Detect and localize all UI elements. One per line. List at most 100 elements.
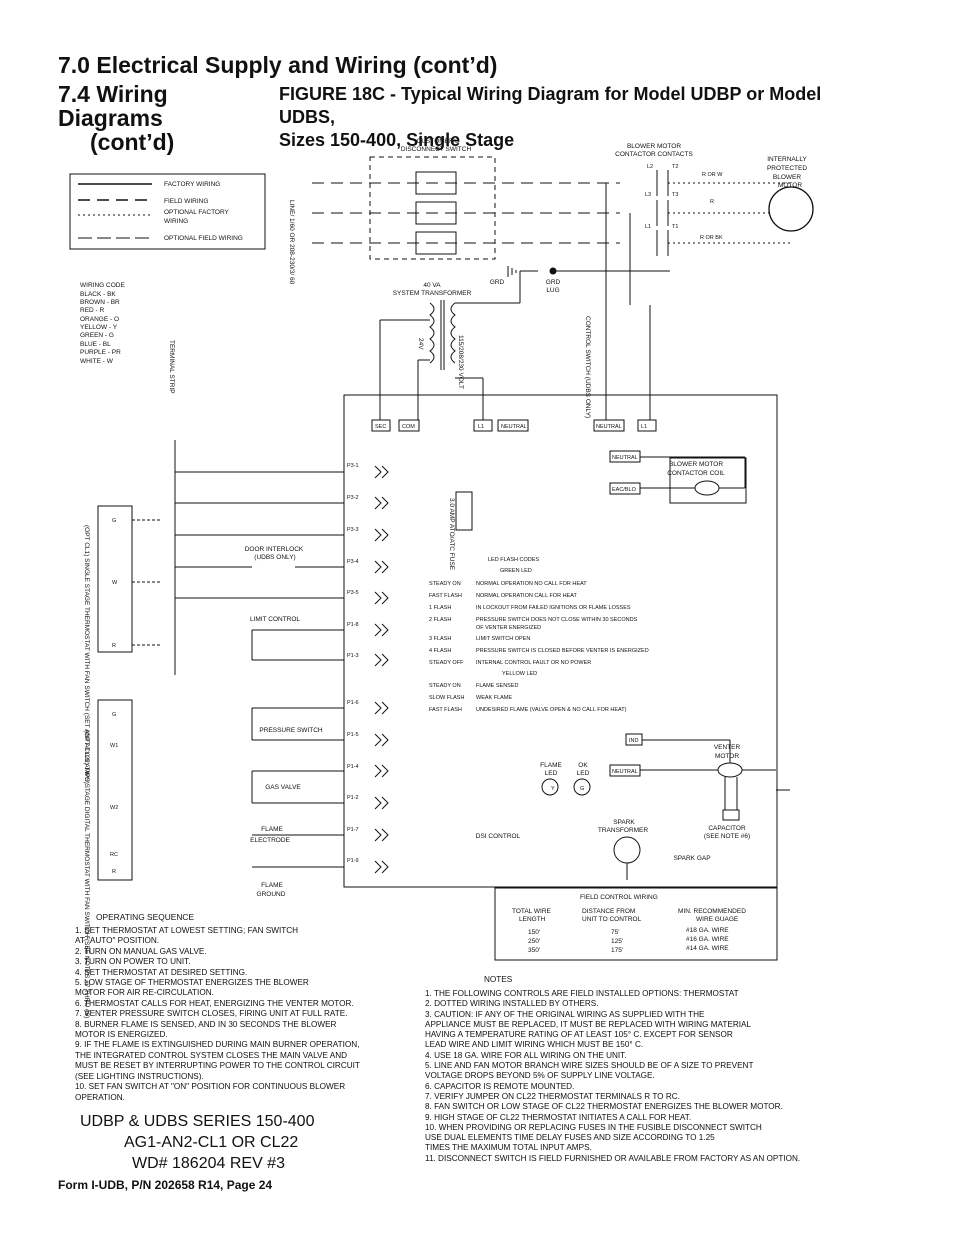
thermostat-cl1-label: (OPT CL1) SINGLE STAGE THERMOSTAT WITH F… (83, 525, 90, 784)
motor-label-2: PROTECTED (767, 165, 807, 172)
terminal-strip-label: TERMINAL STRIP (168, 340, 175, 394)
page-footer: Form I-UDB, P/N 202658 R14, Page 24 (58, 1178, 273, 1192)
legend-factory: FACTORY WIRING (164, 181, 220, 188)
legend-opt-field: OPTIONAL FIELD WIRING (164, 235, 243, 242)
flame-led-2: LED (545, 770, 558, 777)
svg-text:UNIT TO CONTROL: UNIT TO CONTROL (582, 916, 642, 923)
svg-text:G: G (112, 518, 116, 524)
grd-lug-1: GRD (546, 279, 561, 286)
svg-text:P1-8: P1-8 (347, 622, 359, 628)
svg-text:W: W (112, 580, 118, 586)
switch-label-2: DISCONNECT SWITCH (401, 146, 472, 153)
contacts-label-2: CONTACTOR CONTACTS (615, 151, 693, 158)
ok-led-1: OK (578, 762, 588, 769)
svg-text:T3: T3 (672, 192, 678, 198)
svg-text:L1: L1 (641, 424, 647, 430)
svg-text:FAST FLASH: FAST FLASH (429, 707, 462, 713)
legend-field: FIELD WIRING (164, 198, 208, 205)
svg-text:BLACK - BK: BLACK - BK (80, 291, 116, 298)
svg-text:SLOW FLASH: SLOW FLASH (429, 695, 464, 701)
svg-text:IN LOCKOUT FROM FAILED IGNITIO: IN LOCKOUT FROM FAILED IGNITIONS OR FLAM… (476, 605, 631, 611)
svg-text:R: R (112, 869, 116, 875)
svg-text:#16 GA. WIRE: #16 GA. WIRE (686, 936, 729, 943)
svg-text:L1: L1 (645, 224, 651, 230)
svg-text:WIRE GUAGE: WIRE GUAGE (696, 916, 739, 923)
line-voltage-label: LINE/ 1/60 OR 208-230/3/ 60 (288, 200, 295, 285)
spark-transformer-1: SPARK (613, 819, 635, 826)
svg-text:NORMAL OPERATION NO CALL FOR H: NORMAL OPERATION NO CALL FOR HEAT (476, 581, 587, 587)
svg-text:FIELD CONTROL WIRING: FIELD CONTROL WIRING (580, 894, 658, 901)
operating-sequence-title: OPERATING SEQUENCE (96, 912, 195, 922)
notes-list: 1. THE FOLLOWING CONTROLS ARE FIELD INST… (425, 989, 801, 1163)
svg-text:P1-5: P1-5 (347, 732, 359, 738)
blower-coil-1: BLOWER MOTOR (669, 461, 723, 468)
led-green: GREEN LED (500, 568, 532, 574)
svg-text:PRESSURE SWITCH IS CLOSED BEFO: PRESSURE SWITCH IS CLOSED BEFORE VENTER … (476, 648, 649, 654)
svg-text:W1: W1 (110, 743, 118, 749)
operating-sequence: 1. SET THERMOSTAT AT LOWEST SETTING; FAN… (75, 926, 360, 1102)
svg-text:WHITE - W: WHITE - W (80, 358, 114, 365)
svg-text:R: R (710, 199, 714, 205)
flame-ground-1: FLAME (261, 882, 283, 889)
flame-electrode-2: ELECTRODE (250, 837, 290, 844)
v115-label: 115/208/230 VOLT (457, 335, 464, 389)
pressure-switch-label: PRESSURE SWITCH (259, 727, 323, 734)
limit-control-label: LIMIT CONTROL (250, 616, 300, 623)
svg-text:250': 250' (528, 938, 540, 945)
legend-opt-factory-2: WIRING (164, 218, 188, 225)
svg-text:P3-4: P3-4 (347, 559, 359, 565)
gas-valve-label: GAS VALVE (265, 784, 301, 791)
venter-1: VENTER (714, 744, 741, 751)
svg-text:#14 GA. WIRE: #14 GA. WIRE (686, 945, 729, 952)
svg-text:2 FLASH: 2 FLASH (429, 617, 451, 623)
svg-text:WEAK FLAME: WEAK FLAME (476, 695, 512, 701)
svg-text:NORMAL OPERATION CALL FOR HEAT: NORMAL OPERATION CALL FOR HEAT (476, 593, 577, 599)
svg-text:LIMIT SWITCH OPEN: LIMIT SWITCH OPEN (476, 636, 530, 642)
switch-label-1: CUSTOMER'S (417, 138, 460, 145)
flame-led-1: FLAME (540, 762, 562, 769)
svg-text:R: R (112, 643, 116, 649)
svg-text:NEUTRAL: NEUTRAL (501, 424, 527, 430)
svg-text:3 FLASH: 3 FLASH (429, 636, 451, 642)
svg-text:ORANGE - O: ORANGE - O (80, 316, 119, 323)
svg-text:FAST FLASH: FAST FLASH (429, 593, 462, 599)
spark-gap-label: SPARK GAP (673, 855, 710, 862)
svg-text:STEADY OFF: STEADY OFF (429, 660, 464, 666)
svg-text:#18 GA. WIRE: #18 GA. WIRE (686, 927, 729, 934)
svg-text:UNDESIRED FLAME (VALVE OPEN &: UNDESIRED FLAME (VALVE OPEN & NO CALL FO… (476, 707, 627, 713)
svg-text:L1: L1 (478, 424, 484, 430)
transformer-label-2: SYSTEM TRANSFORMER (393, 290, 472, 297)
door-interlock-1: DOOR INTERLOCK (245, 546, 304, 553)
svg-text:P1-4: P1-4 (347, 764, 359, 770)
svg-text:PURPLE - PR: PURPLE - PR (80, 349, 121, 356)
wiring-code: WIRING CODE BLACK - BK BROWN - BR RED - … (80, 282, 125, 365)
svg-text:EAC/BLO: EAC/BLO (612, 487, 637, 493)
contacts-label-1: BLOWER MOTOR (627, 143, 681, 150)
svg-text:T2: T2 (672, 164, 678, 170)
svg-text:WIRING CODE: WIRING CODE (80, 282, 125, 289)
svg-text:NEUTRAL: NEUTRAL (596, 424, 622, 430)
svg-text:P3-2: P3-2 (347, 495, 359, 501)
svg-text:1 FLASH: 1 FLASH (429, 605, 451, 611)
svg-text:PRESSURE SWITCH DOES NOT CLOSE: PRESSURE SWITCH DOES NOT CLOSE WITHIN 30… (476, 617, 638, 623)
svg-text:Y: Y (551, 786, 555, 792)
notes-title: NOTES (484, 975, 513, 984)
svg-text:G: G (580, 786, 584, 792)
svg-text:COM: COM (402, 424, 415, 430)
svg-text:T1: T1 (672, 224, 678, 230)
svg-text:75': 75' (611, 929, 619, 936)
motor-label-1: INTERNALLY (767, 156, 807, 163)
motor-label-3: BLOWER (773, 174, 801, 181)
svg-text:RC: RC (110, 852, 118, 858)
svg-text:SEC: SEC (375, 424, 386, 430)
svg-text:NEUTRAL: NEUTRAL (612, 455, 638, 461)
svg-text:350': 350' (528, 947, 540, 954)
legend-opt-factory-1: OPTIONAL FACTORY (164, 209, 230, 216)
dsi-control-label: DSI CONTROL (476, 833, 521, 840)
grd-label: GRD (490, 279, 505, 286)
transformer-label-1: 40 VA (423, 282, 441, 289)
svg-text:GREEN - G: GREEN - G (80, 332, 114, 339)
svg-text:175': 175' (611, 947, 623, 954)
